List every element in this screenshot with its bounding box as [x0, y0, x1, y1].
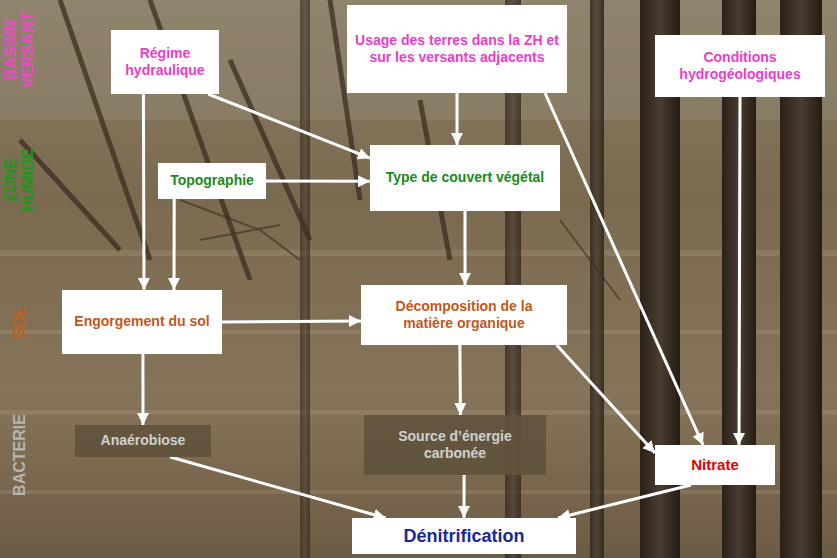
arrow-connector [464, 211, 467, 285]
node-text: Topographie [170, 172, 254, 190]
node-text: Source d’énergie carbonée [372, 428, 538, 463]
arrow-connector [463, 475, 466, 518]
result-box: Dénitrification [352, 518, 576, 554]
node-text: Type de couvert végétal [386, 169, 544, 187]
level-label: ZONE HUMIDE [2, 144, 36, 216]
node-text: Anaérobiose [101, 432, 186, 450]
arrow-connector [208, 94, 370, 158]
arrow-connector [456, 93, 459, 145]
soil-box: Engorgement du sol [62, 290, 222, 354]
arrow-connector [458, 345, 462, 415]
watershed-box: Conditions hydrogéologiques [655, 35, 825, 97]
arrow-connector [558, 485, 691, 518]
arrow-connector [173, 199, 176, 290]
bacteria-box: Anaérobiose [75, 425, 211, 457]
arrow-connector [266, 180, 370, 183]
arrow-connector [170, 457, 385, 518]
level-label: BACTERIE [11, 405, 28, 505]
arrow-connector [557, 345, 655, 453]
soil-box: Décomposition de la matière organique [361, 285, 567, 345]
wetland-box: Type de couvert végétal [370, 145, 560, 211]
watershed-box: Usage des terres dans la ZH et sur les v… [347, 5, 567, 93]
node-text: Régime hydraulique [119, 45, 211, 80]
node-text: Décomposition de la matière organique [369, 298, 559, 333]
watershed-box: Régime hydraulique [111, 30, 219, 94]
wetland-box: Topographie [158, 163, 266, 199]
node-text: Engorgement du sol [74, 313, 209, 331]
level-label: SOL [11, 292, 28, 352]
node-text: Nitrate [691, 456, 739, 475]
arrow-connector [142, 94, 146, 290]
node-text: Conditions hydrogéologiques [663, 49, 817, 84]
level-label: BASSIN VERSANT [2, 10, 36, 90]
arrow-connector [545, 93, 703, 445]
arrow-connector [141, 354, 144, 425]
node-text: Usage des terres dans la ZH et sur les v… [355, 32, 559, 67]
nitrate-box: Nitrate [655, 445, 775, 485]
node-text: Dénitrification [403, 525, 524, 548]
arrow-connector [739, 97, 740, 445]
bacteria-box: Source d’énergie carbonée [364, 415, 546, 475]
arrow-connector [222, 321, 361, 322]
